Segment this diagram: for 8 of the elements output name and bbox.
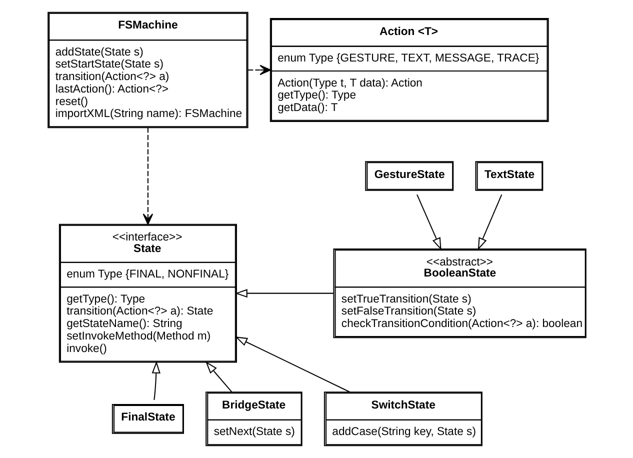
arrow: [416, 194, 441, 250]
arrow: [477, 194, 502, 250]
arrow: [234, 336, 350, 392]
arrow: [248, 64, 270, 76]
arrow: [205, 361, 232, 392]
arrow: [151, 361, 160, 400]
arrow: [142, 128, 153, 225]
arrow: [234, 289, 333, 298]
